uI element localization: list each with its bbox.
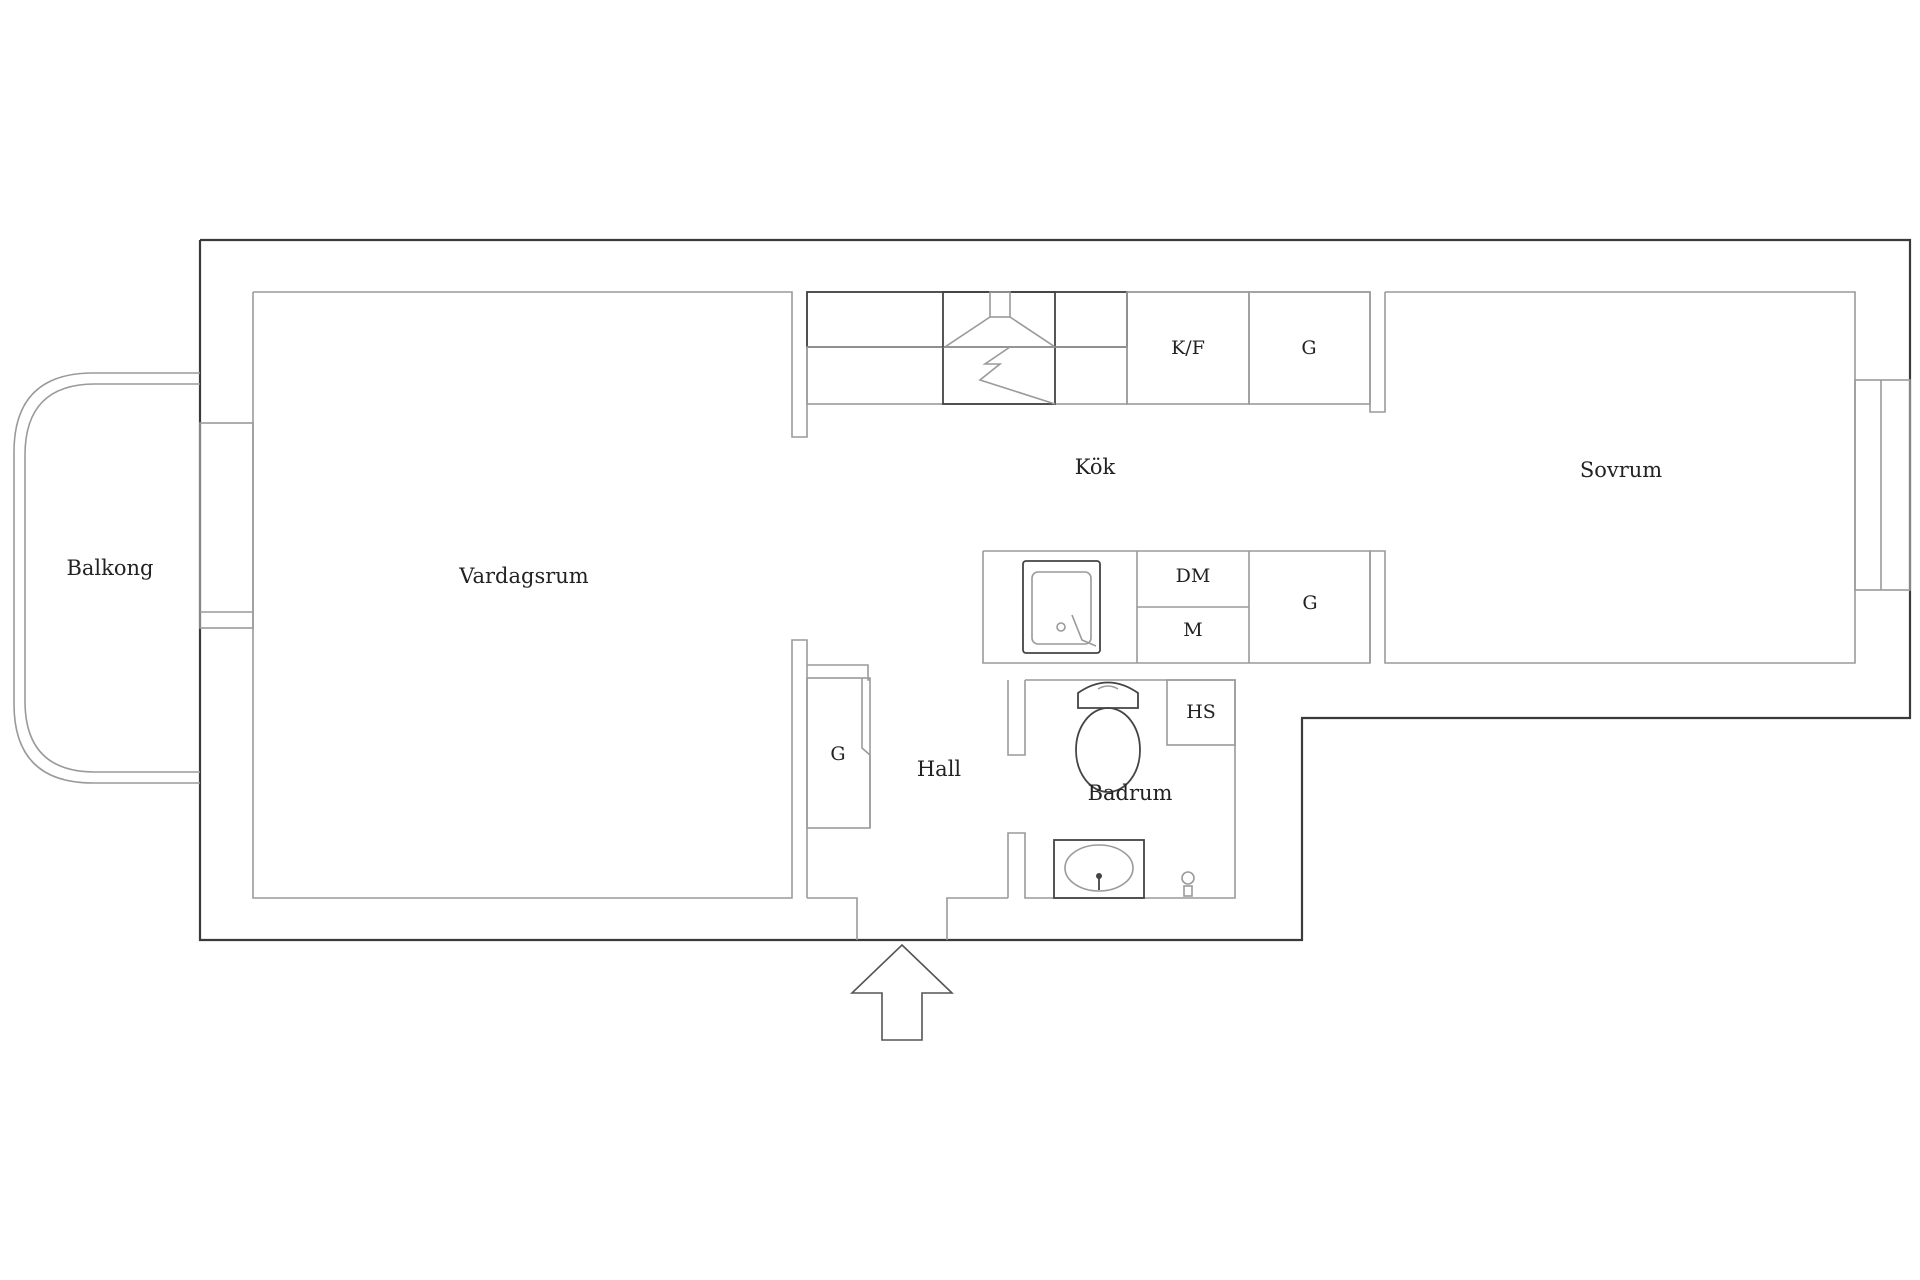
fridge-freezer-label: K/F <box>1171 337 1205 359</box>
hall-wardrobe-label: G <box>830 743 845 765</box>
hall-wardrobe: G <box>806 677 871 829</box>
room-label-balcony: Balkong <box>66 556 153 580</box>
kitchen-counter-bottom: DM M G <box>1022 551 1318 663</box>
bathroom-cabinet <box>1166 679 1236 746</box>
entrance-arrow-icon <box>850 943 954 1041</box>
kitchen-counter-top: K/F G <box>806 291 1371 405</box>
cooker-hood-icon <box>942 291 1058 405</box>
room-label-living-room: Vardagsrum <box>458 564 589 588</box>
kitchen-wardrobe-label: G <box>1301 337 1316 359</box>
outer-walls <box>198 238 1912 942</box>
dishwasher-label: DM <box>1176 565 1211 587</box>
wash-basin-icon <box>1053 839 1145 899</box>
room-label-bedroom: Sovrum <box>1580 458 1662 482</box>
toilet-icon <box>1075 681 1141 793</box>
microwave-label: M <box>1183 619 1202 641</box>
room-label-kitchen: Kök <box>1075 455 1116 479</box>
inner-walls <box>252 291 1911 940</box>
room-label-bathroom: Badrum <box>1088 781 1173 805</box>
room-label-hall: Hall <box>917 757 962 781</box>
kitchen-wardrobe-2-label: G <box>1302 592 1317 614</box>
kitchen-sink-icon <box>1022 560 1101 654</box>
bathroom-cabinet-label: HS <box>1186 701 1216 723</box>
floor-drain-icon <box>1181 871 1195 897</box>
bathroom-fixtures: HS <box>1053 679 1236 899</box>
kitchen-wardrobe <box>1248 291 1371 405</box>
balcony <box>13 372 254 784</box>
